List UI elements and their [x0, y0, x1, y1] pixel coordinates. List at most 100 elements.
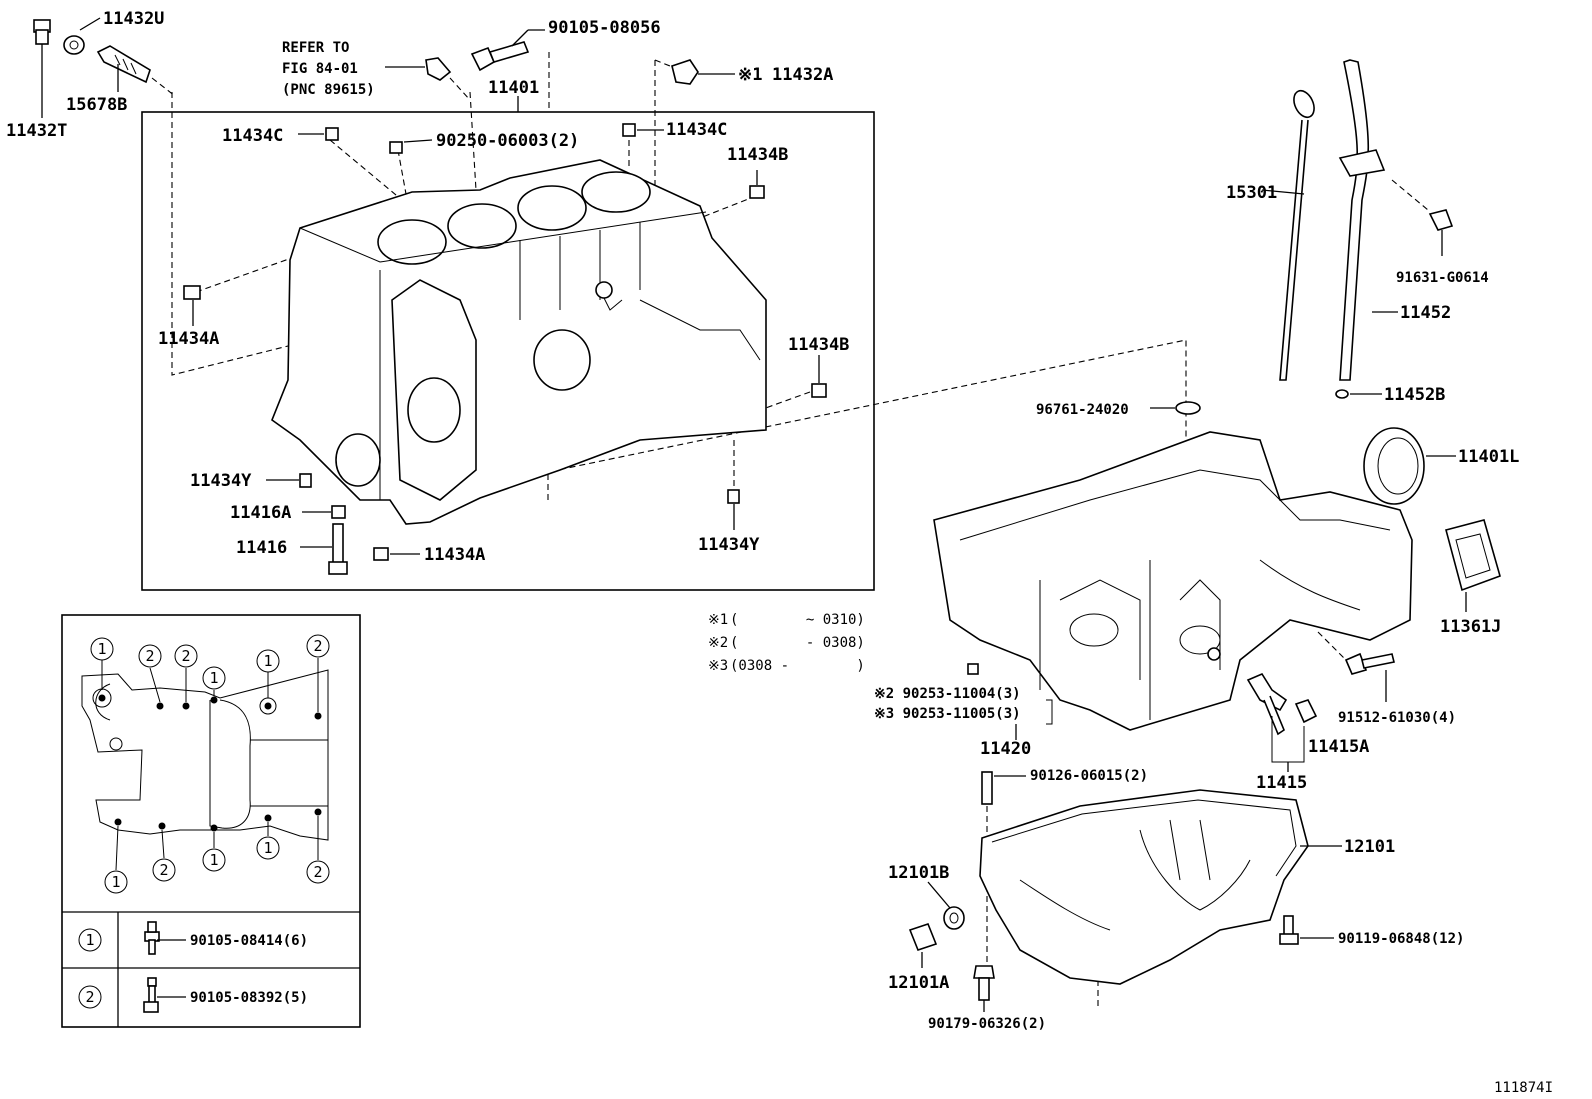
oring-96761	[1175, 401, 1201, 415]
callout-num: 1	[263, 839, 272, 857]
label-11361J: 11361J	[1440, 617, 1501, 637]
label-11416A: 11416A	[230, 503, 291, 523]
callout-num: 1	[263, 652, 272, 670]
stud-90179	[973, 965, 995, 1012]
refer-line-3: (PNC 89615)	[282, 82, 375, 98]
note-2-mark: ※2	[708, 635, 728, 651]
oil-pan-12101	[979, 789, 1342, 985]
label-11401: 11401	[488, 78, 539, 98]
label-11434B-a: 11434B	[727, 145, 788, 165]
label-11452B: 11452B	[1384, 385, 1445, 405]
refer-line-1: REFER TO	[282, 40, 349, 56]
cylinder-block-11401	[271, 159, 767, 525]
bolt-91631	[1428, 209, 1454, 256]
label-11420: 11420	[980, 739, 1031, 759]
label-11434C-a: 11434C	[222, 126, 283, 146]
callout-num: 2	[313, 637, 322, 655]
label-11452: 11452	[1400, 303, 1451, 323]
callout-num: 1	[97, 640, 106, 658]
label-11434C-b: 11434C	[666, 120, 727, 140]
label-12101: 12101	[1344, 837, 1395, 857]
label-11434A-a: 11434A	[158, 329, 219, 349]
label-12101A: 12101A	[888, 973, 949, 993]
note-1-mark: ※1	[708, 612, 728, 628]
stud-90253	[967, 663, 979, 675]
label-11432U: 11432U	[103, 9, 164, 29]
bolt-icon-1	[144, 921, 186, 955]
label-96761: 96761-24020	[1036, 402, 1129, 418]
callout-num: 2	[181, 647, 190, 665]
bolt-pattern-inset: 1 2 2 1 1 2 1 2 1 1 2 1 90105-08414(6) 2	[61, 614, 361, 1028]
gasket-11432U	[63, 17, 101, 55]
washer-11416A	[331, 505, 346, 519]
label-91512: 91512-61030(4)	[1338, 710, 1456, 726]
label-90250: 90250-06003(2)	[436, 131, 579, 151]
label-15301: 15301	[1226, 183, 1277, 203]
label-90119: 90119-06848(12)	[1338, 931, 1464, 947]
table-part-2: 90105-08392(5)	[190, 990, 308, 1006]
footnotes: ※1 ( ~ 0310) ※2 ( - 0308) ※3 (0308 - )	[708, 612, 865, 674]
label-90179: 90179-06326(2)	[928, 1016, 1046, 1032]
dowel-11434A-b	[373, 547, 389, 561]
oil-jet-11415	[1246, 672, 1318, 772]
table-key-1: 1	[85, 931, 94, 949]
bolt-91512	[1317, 631, 1395, 702]
callout-num: 1	[209, 669, 218, 687]
callout-circles	[90, 634, 330, 894]
stud-15678B	[96, 45, 176, 97]
drain-gasket-12101B	[927, 881, 965, 930]
label-90126: 90126-06015(2)	[1030, 768, 1148, 784]
dowel-11434Y-a	[299, 473, 312, 488]
label-11401L: 11401L	[1458, 447, 1519, 467]
callout-num: 1	[111, 873, 120, 891]
bolt-11416	[300, 523, 348, 575]
oil-pressure-switch	[385, 57, 471, 101]
label-11415A: 11415A	[1308, 737, 1369, 757]
dowel-11434B-a	[749, 185, 765, 199]
dowel-11434Y-b	[727, 489, 740, 504]
label-11432T: 11432T	[6, 121, 67, 141]
label-11415: 11415	[1256, 773, 1307, 793]
callout-num: 2	[313, 863, 322, 881]
plate-11361J	[1445, 519, 1501, 612]
oring-11452B	[1335, 389, 1349, 399]
callout-num: 2	[145, 647, 154, 665]
drain-plug-12101A	[908, 923, 938, 968]
oil-pan-no1-11420	[933, 431, 1413, 731]
oil-seal-11401L	[1363, 427, 1456, 505]
table-part-1: 90105-08414(6)	[190, 933, 308, 949]
mark-11432A: ※1	[738, 65, 762, 85]
dowel-11434B-b	[811, 383, 827, 398]
label-90253a: ※2 90253-11004(3)	[874, 686, 1021, 702]
dowel-11434C-b	[622, 123, 636, 137]
refer-line-2: FIG 84-01	[282, 61, 358, 77]
drain-plug-11432T	[33, 19, 51, 118]
table-key-2: 2	[85, 988, 94, 1006]
label-11432A: 11432A	[772, 65, 833, 85]
label-12101B: 12101B	[888, 863, 949, 883]
label-90253b: ※3 90253-11005(3)	[874, 706, 1021, 722]
dipstick-15301	[1261, 89, 1315, 381]
label-11434A-b: 11434A	[424, 545, 485, 565]
figure-id: 111874I	[1494, 1080, 1553, 1096]
note-3-range: (0308 - )	[730, 658, 865, 674]
label-11434B-b: 11434B	[788, 335, 849, 355]
label-90105-08056: 90105-08056	[548, 18, 661, 38]
bolt-90119	[1279, 915, 1334, 945]
label-11434Y-a: 11434Y	[190, 471, 252, 491]
callout-num: 1	[209, 851, 218, 869]
label-15678B: 15678B	[66, 95, 127, 115]
bolt-90105-08056	[470, 29, 550, 110]
callout-num: 2	[159, 861, 168, 879]
dipstick-guide-11452	[1338, 59, 1429, 381]
note-3-mark: ※3	[708, 658, 728, 674]
label-11416: 11416	[236, 538, 287, 558]
label-11434Y-b: 11434Y	[698, 535, 760, 555]
dowel-11434A-a	[183, 285, 201, 300]
cylinder-block-frame	[141, 111, 875, 591]
stud-90126	[981, 771, 1026, 805]
note-1-range: ( ~ 0310)	[730, 612, 865, 628]
label-91631: 91631-G0614	[1396, 270, 1489, 286]
callout-numbers: 1 2 2 1 1 2 1 2 1 1 2	[97, 637, 322, 891]
